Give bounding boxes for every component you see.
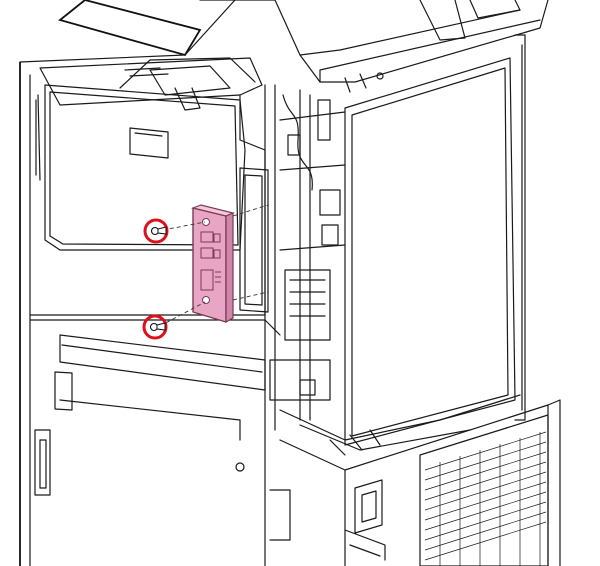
highlighted-bracket xyxy=(190,204,235,324)
alignment-lines xyxy=(159,204,269,327)
screw-callout-circle xyxy=(142,314,168,340)
vent-grille xyxy=(424,431,547,566)
screw-top xyxy=(143,218,169,244)
screw-icon xyxy=(150,226,167,236)
screw-icon xyxy=(149,322,166,332)
rear-right-cover xyxy=(279,399,561,566)
output-tray xyxy=(39,57,263,111)
main-frame xyxy=(264,34,526,566)
scanner-unit xyxy=(19,0,549,93)
front-door xyxy=(19,62,291,566)
screw-bottom xyxy=(142,314,168,340)
screw-callout-circle xyxy=(143,218,169,244)
